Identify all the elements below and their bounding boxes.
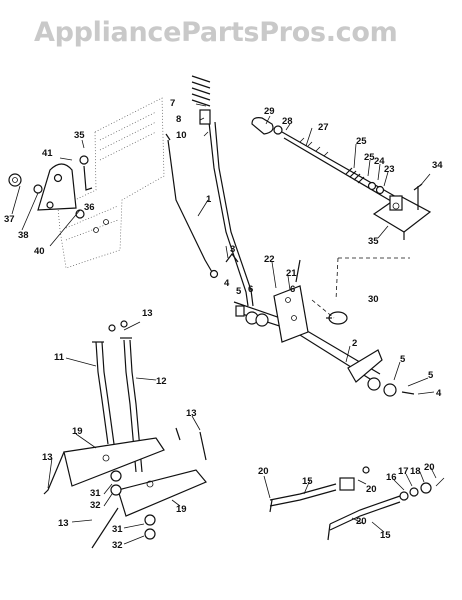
lift-arms-19 bbox=[43, 427, 207, 549]
lift-links bbox=[92, 320, 143, 473]
callout-7: 7 bbox=[170, 98, 175, 109]
callout-2: 2 bbox=[352, 338, 357, 349]
callout-32: 32 bbox=[112, 540, 123, 551]
callout-38: 38 bbox=[18, 230, 29, 241]
callout-4: 4 bbox=[436, 388, 442, 399]
callout-10: 10 bbox=[176, 130, 187, 141]
callout-20: 20 bbox=[424, 462, 435, 473]
callout-8: 8 bbox=[176, 114, 181, 125]
callout-13: 13 bbox=[142, 308, 153, 319]
callout-15: 15 bbox=[302, 476, 313, 487]
callout-4: 4 bbox=[224, 278, 230, 289]
callout-20: 20 bbox=[356, 516, 367, 527]
callout-20: 20 bbox=[366, 484, 377, 495]
lower-right-linkage bbox=[269, 466, 445, 541]
callout-28: 28 bbox=[282, 116, 293, 127]
callout-35: 35 bbox=[74, 130, 85, 141]
callout-24: 24 bbox=[374, 156, 385, 167]
lift-lever-assembly-2 bbox=[225, 245, 415, 397]
callout-21: 21 bbox=[286, 268, 297, 279]
callout-15: 15 bbox=[380, 530, 391, 541]
callout-1: 1 bbox=[206, 194, 212, 205]
callout-35: 35 bbox=[368, 236, 379, 247]
callout-25: 25 bbox=[364, 152, 375, 163]
callout-25: 25 bbox=[356, 136, 367, 147]
callout-29: 29 bbox=[264, 106, 275, 117]
site-watermark: AppliancePartsPros.com bbox=[34, 17, 397, 48]
callout-11: 11 bbox=[54, 352, 65, 363]
callout-40: 40 bbox=[34, 246, 45, 257]
callout-19: 19 bbox=[176, 504, 187, 515]
leader-lines bbox=[47, 103, 437, 545]
bracket-35 bbox=[372, 173, 432, 240]
callout-27: 27 bbox=[318, 122, 329, 133]
callout-17: 17 bbox=[398, 466, 409, 477]
callout-20: 20 bbox=[258, 466, 269, 477]
callout-16: 16 bbox=[386, 472, 397, 483]
shift-rods bbox=[165, 75, 254, 307]
callout-6: 6 bbox=[248, 284, 253, 295]
callout-13: 13 bbox=[58, 518, 69, 529]
callout-41: 41 bbox=[42, 148, 53, 159]
callout-5: 5 bbox=[400, 354, 406, 365]
callout-18: 18 bbox=[410, 466, 421, 477]
callout-5: 5 bbox=[236, 286, 242, 297]
callout-12: 12 bbox=[156, 376, 167, 387]
callout-31: 31 bbox=[90, 488, 101, 499]
callout-36: 36 bbox=[84, 202, 95, 213]
callout-30: 30 bbox=[368, 294, 379, 305]
callout-5: 5 bbox=[428, 370, 434, 381]
callout-3: 3 bbox=[230, 244, 235, 255]
callout-32: 32 bbox=[90, 500, 101, 511]
pin-30 bbox=[311, 257, 410, 325]
callout-34: 34 bbox=[432, 160, 443, 171]
callout-13: 13 bbox=[42, 452, 53, 463]
mounting-plate bbox=[57, 97, 165, 269]
callout-13: 13 bbox=[186, 408, 197, 419]
callout-6: 6 bbox=[290, 284, 295, 295]
callout-labels: 1 2 3 4 4 5 5 5 6 6 7 8 10 11 12 13 13 1… bbox=[4, 98, 443, 551]
callout-22: 22 bbox=[264, 254, 275, 265]
bracket-assembly-41 bbox=[8, 139, 93, 247]
callout-31: 31 bbox=[112, 524, 123, 535]
callout-37: 37 bbox=[4, 214, 15, 225]
callout-19: 19 bbox=[72, 426, 83, 437]
callout-23: 23 bbox=[384, 164, 395, 175]
adjuster-rod-assembly bbox=[251, 117, 399, 205]
